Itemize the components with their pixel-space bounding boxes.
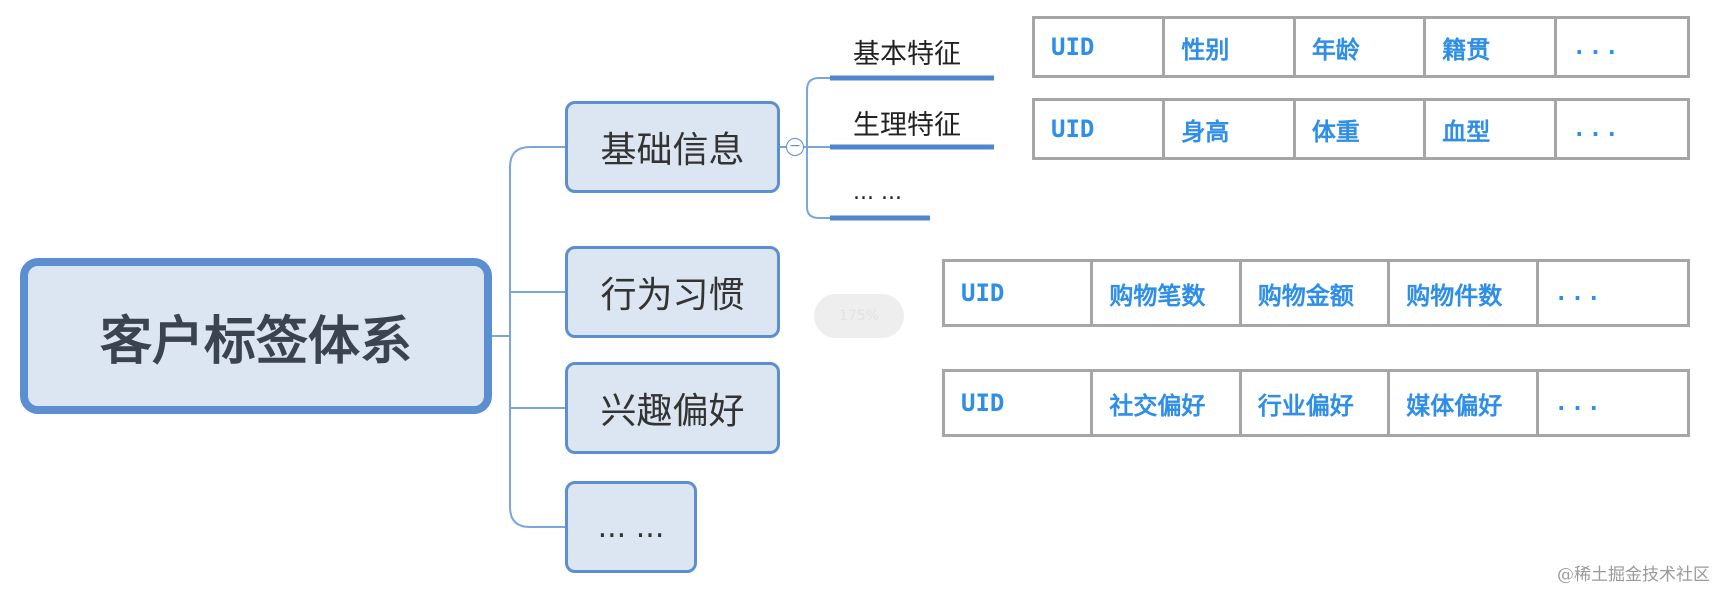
sub-node-physiological-features[interactable]: 生理特征 <box>853 110 961 141</box>
root-label: 客户标签体系 <box>99 311 412 372</box>
table-cell: 籍贯 <box>1426 19 1557 75</box>
root-node[interactable]: 客户标签体系 <box>20 258 492 414</box>
table-cell: 社交偏好 <box>1093 372 1242 434</box>
attribute-table-basic: UID 性别 年龄 籍贯 ... <box>1032 16 1690 78</box>
table-cell: 媒体偏好 <box>1390 372 1539 434</box>
collapse-toggle-icon[interactable]: − <box>786 138 804 156</box>
table-cell: 性别 <box>1165 19 1296 75</box>
table-cell: ... <box>1554 390 1604 416</box>
branch-node-more[interactable]: ... ... <box>565 481 697 573</box>
branch-trunk <box>509 146 531 528</box>
table-cell: 购物笔数 <box>1093 262 1242 324</box>
branch-label: 行为习惯 <box>600 275 745 316</box>
table-cell: ... <box>1572 116 1622 142</box>
table-cell: UID <box>945 262 1094 324</box>
table-cell: UID <box>1035 19 1166 75</box>
table-cell: 血型 <box>1426 101 1557 157</box>
table-cell: 年龄 <box>1296 19 1427 75</box>
table-cell: ... <box>1572 34 1622 60</box>
table-cell: 购物金额 <box>1242 262 1391 324</box>
zoom-badge: 175% <box>814 294 904 338</box>
table-cell: 购物件数 <box>1390 262 1539 324</box>
branch-label: 兴趣偏好 <box>600 391 745 432</box>
watermark: @稀土掘金技术社区 <box>1557 565 1710 585</box>
table-cell: 行业偏好 <box>1242 372 1391 434</box>
attribute-table-behavior: UID 购物笔数 购物金额 购物件数 ... <box>942 259 1690 327</box>
sub-node-basic-features[interactable]: 基本特征 <box>853 39 961 70</box>
attribute-table-physiological: UID 身高 体重 血型 ... <box>1032 98 1690 160</box>
table-cell: UID <box>945 372 1094 434</box>
branch-node-basic-info[interactable]: 基础信息 <box>565 101 780 193</box>
sub-trunk <box>806 77 830 219</box>
table-cell: ... <box>1554 280 1604 306</box>
branch-label: ... ... <box>597 509 665 545</box>
branch-label: 基础信息 <box>600 130 745 171</box>
sub-node-more[interactable]: ... ... <box>853 180 902 205</box>
table-cell: 身高 <box>1165 101 1296 157</box>
branch-node-interests[interactable]: 兴趣偏好 <box>565 362 780 454</box>
branch-node-behavior[interactable]: 行为习惯 <box>565 246 780 338</box>
attribute-table-interests: UID 社交偏好 行业偏好 媒体偏好 ... <box>942 369 1690 437</box>
table-cell: UID <box>1035 101 1166 157</box>
table-cell: 体重 <box>1296 101 1427 157</box>
